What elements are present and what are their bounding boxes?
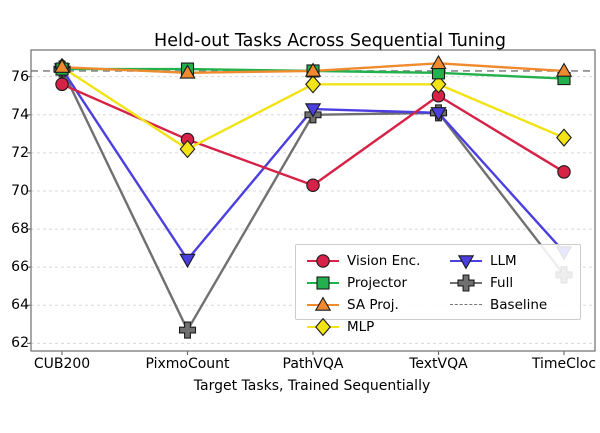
legend-item-label: Projector: [347, 275, 407, 291]
data-point-marker: [430, 54, 447, 70]
legend-item[interactable]: LLM: [448, 250, 547, 272]
data-point-marker: [305, 75, 321, 94]
data-point-marker: [55, 77, 69, 92]
data-point-marker: [557, 165, 571, 179]
chart-title: Held-out Tasks Across Sequential Tuning: [154, 31, 506, 51]
legend-sample: [305, 294, 341, 316]
y-tick-label: 76: [11, 68, 29, 85]
legend-marker-circle-icon: [316, 254, 330, 268]
data-point-marker: [304, 103, 322, 118]
legend-item[interactable]: MLP: [305, 316, 420, 338]
legend-item-label: LLM: [490, 253, 517, 269]
legend-item-label: Vision Enc.: [347, 253, 421, 269]
x-tick-label: PixmoCount: [145, 356, 230, 372]
data-point-marker: [430, 107, 447, 122]
data-point-marker: [306, 178, 320, 193]
y-tick-label: 62: [11, 335, 29, 352]
x-tick-label: CUB200: [33, 356, 91, 372]
legend-item[interactable]: SA Proj.: [305, 294, 420, 316]
legend-column-left: Vision Enc. Projector SA Proj. MLP: [305, 250, 420, 338]
y-tick-label: 68: [11, 221, 29, 238]
x-axis-label: Target Tasks, Trained Sequentially: [193, 378, 431, 394]
data-point-marker: [178, 321, 197, 339]
legend-item[interactable]: Vision Enc.: [305, 250, 420, 272]
legend-marker-diamond-icon: [315, 317, 331, 337]
legend-dashed-line: [450, 304, 482, 305]
legend-sample: [305, 272, 341, 294]
data-point-marker: [53, 58, 71, 73]
data-point-marker: [555, 62, 573, 77]
y-tick-label: 70: [11, 182, 29, 199]
y-tick-label: 72: [11, 144, 29, 161]
data-point-marker: [430, 75, 447, 94]
x-tick-label: TextVQA: [409, 356, 468, 372]
legend-marker-triangle-down-icon: [457, 255, 475, 270]
legend-sample: [448, 250, 484, 272]
legend-sample: [305, 316, 341, 338]
x-tick-label: PathVQA: [282, 356, 344, 372]
legend-item-label: Baseline: [490, 297, 548, 313]
y-axis-ticks: 62 64 66 68 70 72 74 76: [0, 0, 34, 433]
legend-marker-square-icon: [316, 276, 330, 290]
x-tick-label: TimeCloc: [531, 356, 597, 372]
legend-item-label: SA Proj.: [347, 297, 399, 313]
y-tick-label: 66: [11, 259, 29, 276]
legend-sample: [305, 250, 341, 272]
y-tick-label: 64: [11, 297, 29, 314]
legend-marker-triangle-icon: [314, 296, 332, 311]
data-point-marker: [179, 139, 196, 159]
legend-item[interactable]: Baseline: [448, 294, 547, 316]
data-point-marker: [179, 253, 196, 269]
data-point-marker: [304, 62, 322, 77]
legend-sample: [448, 272, 484, 294]
legend-marker-plus-icon: [457, 274, 475, 292]
data-point-marker: [179, 64, 196, 79]
legend-sample: [448, 294, 484, 316]
y-tick-label: 74: [11, 106, 29, 123]
legend-item[interactable]: Full: [448, 272, 547, 294]
legend-item-label: Full: [490, 275, 514, 291]
data-point-marker: [556, 128, 572, 147]
legend-item-label: MLP: [347, 319, 375, 335]
legend-item[interactable]: Projector: [305, 272, 420, 294]
